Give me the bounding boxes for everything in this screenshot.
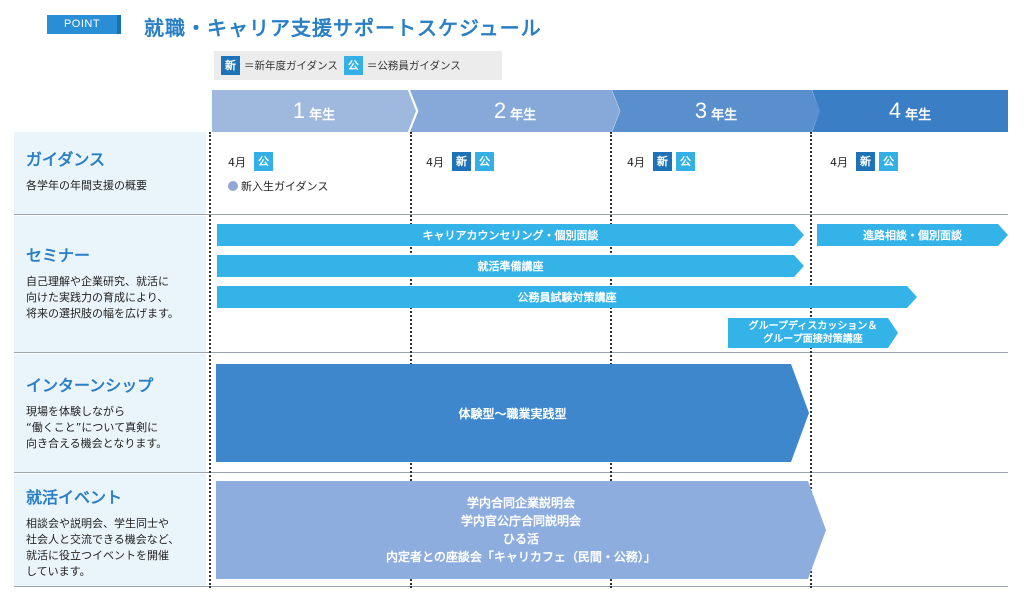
- year-label: 年生: [510, 107, 537, 123]
- row-divider: [14, 214, 1008, 215]
- guidance-year-1: 4月 公: [228, 152, 277, 171]
- row-title: 就活イベント: [26, 488, 123, 507]
- seminar-group-arrow: グループディスカッション＆ グループ面接対策講座: [728, 318, 898, 348]
- seminar-group-line1: グループディスカッション＆: [748, 321, 878, 332]
- row-description: 自己理解や企業研究、就活に 向けた実践力の育成により、 将来の選択肢の幅を広げま…: [26, 275, 179, 320]
- row-label-event: 就活イベント 相談会や説明会、学生同士や 社会人と交流できる機会など、 就活に役…: [14, 474, 206, 586]
- month-label: 4月: [830, 155, 848, 169]
- point-badge: POINT: [47, 15, 121, 34]
- event-arrow: 学内合同企業説明会 学内官公庁合同説明会 ひる活 内定者との座談会「キャリカフェ…: [216, 481, 826, 579]
- public-tag: 公: [475, 152, 494, 171]
- guidance-year-2: 4月 新 公: [426, 152, 498, 171]
- event-line: ひる活: [502, 532, 539, 546]
- guidance-year-4: 4月 新 公: [830, 152, 902, 171]
- year-label: 年生: [905, 107, 932, 123]
- seminar-job-prep-arrow: 就活準備講座: [217, 255, 804, 277]
- row-description: 相談会や説明会、学生同士や 社会人と交流できる機会など、 就活に役立つイベントを…: [26, 517, 180, 578]
- seminar-group-line2: グループ面接対策講座: [763, 334, 863, 345]
- legend-public-text: ＝公務員ガイダンス: [366, 60, 461, 72]
- legend-new-text: ＝新年度ガイダンス: [244, 60, 338, 72]
- guidance-year-3: 4月 新 公: [627, 152, 699, 171]
- row-divider: [14, 472, 1008, 473]
- bullet-dot-icon: [228, 181, 238, 191]
- seminar-civil-exam-arrow: 公務員試験対策講座: [217, 286, 917, 308]
- new-tag: 新: [653, 152, 672, 171]
- row-divider: [14, 352, 1008, 353]
- column-divider: [410, 132, 412, 588]
- row-title: セミナー: [26, 246, 91, 265]
- column-divider: [810, 132, 812, 588]
- internship-label: 体験型～職業実践型: [458, 406, 567, 421]
- row-label-guidance: ガイダンス 各学年の年間支援の概要: [14, 132, 206, 214]
- public-tag: 公: [676, 152, 695, 171]
- row-label-internship: インターンシップ 現場を体験しながら “働くこと”について真剣に 向き合える機会…: [14, 354, 206, 472]
- event-line: 内定者との座談会「キャリカフェ（民間・公務）」: [386, 550, 656, 564]
- public-tag: 公: [879, 152, 898, 171]
- seminar-counseling-arrow: キャリアカウンセリング・個別面談: [217, 224, 804, 246]
- row-divider: [14, 586, 1008, 587]
- column-divider: [209, 132, 211, 588]
- event-line: 学内合同企業説明会: [466, 496, 575, 510]
- public-tag: 公: [343, 56, 363, 75]
- freshman-guidance: 新入生ガイダンス: [228, 178, 328, 194]
- new-tag: 新: [221, 56, 240, 75]
- page-title: 就職・キャリア支援サポートスケジュール: [144, 16, 542, 40]
- year-number: 4: [888, 98, 902, 123]
- row-title: インターンシップ: [26, 376, 154, 395]
- month-label: 4月: [627, 155, 645, 169]
- row-title: ガイダンス: [26, 150, 106, 169]
- new-tag: 新: [856, 152, 875, 171]
- year-label: 年生: [711, 107, 738, 123]
- public-tag: 公: [254, 152, 273, 171]
- freshman-guidance-label: 新入生ガイダンス: [241, 180, 329, 193]
- event-line: 学内官公庁合同説明会: [460, 514, 581, 528]
- month-label: 4月: [228, 155, 246, 169]
- row-description: 現場を体験しながら “働くこと”について真剣に 向き合える機会となります。: [26, 405, 168, 450]
- year-number: 3: [694, 98, 708, 123]
- seminar-career-consult-arrow: 進路相談・個別面談: [817, 224, 1008, 246]
- row-description: 各学年の年間支援の概要: [26, 179, 147, 192]
- row-label-seminar: セミナー 自己理解や企業研究、就活に 向けた実践力の育成により、 将来の選択肢の…: [14, 216, 206, 352]
- year-number: 1: [292, 98, 306, 123]
- column-divider: [610, 132, 612, 588]
- new-tag: 新: [452, 152, 471, 171]
- year-number: 2: [493, 98, 507, 123]
- internship-arrow: 体験型～職業実践型: [216, 364, 809, 462]
- legend: 新 ＝新年度ガイダンス 公 ＝公務員ガイダンス: [214, 51, 502, 80]
- month-label: 4月: [426, 155, 444, 169]
- year-label: 年生: [309, 107, 336, 123]
